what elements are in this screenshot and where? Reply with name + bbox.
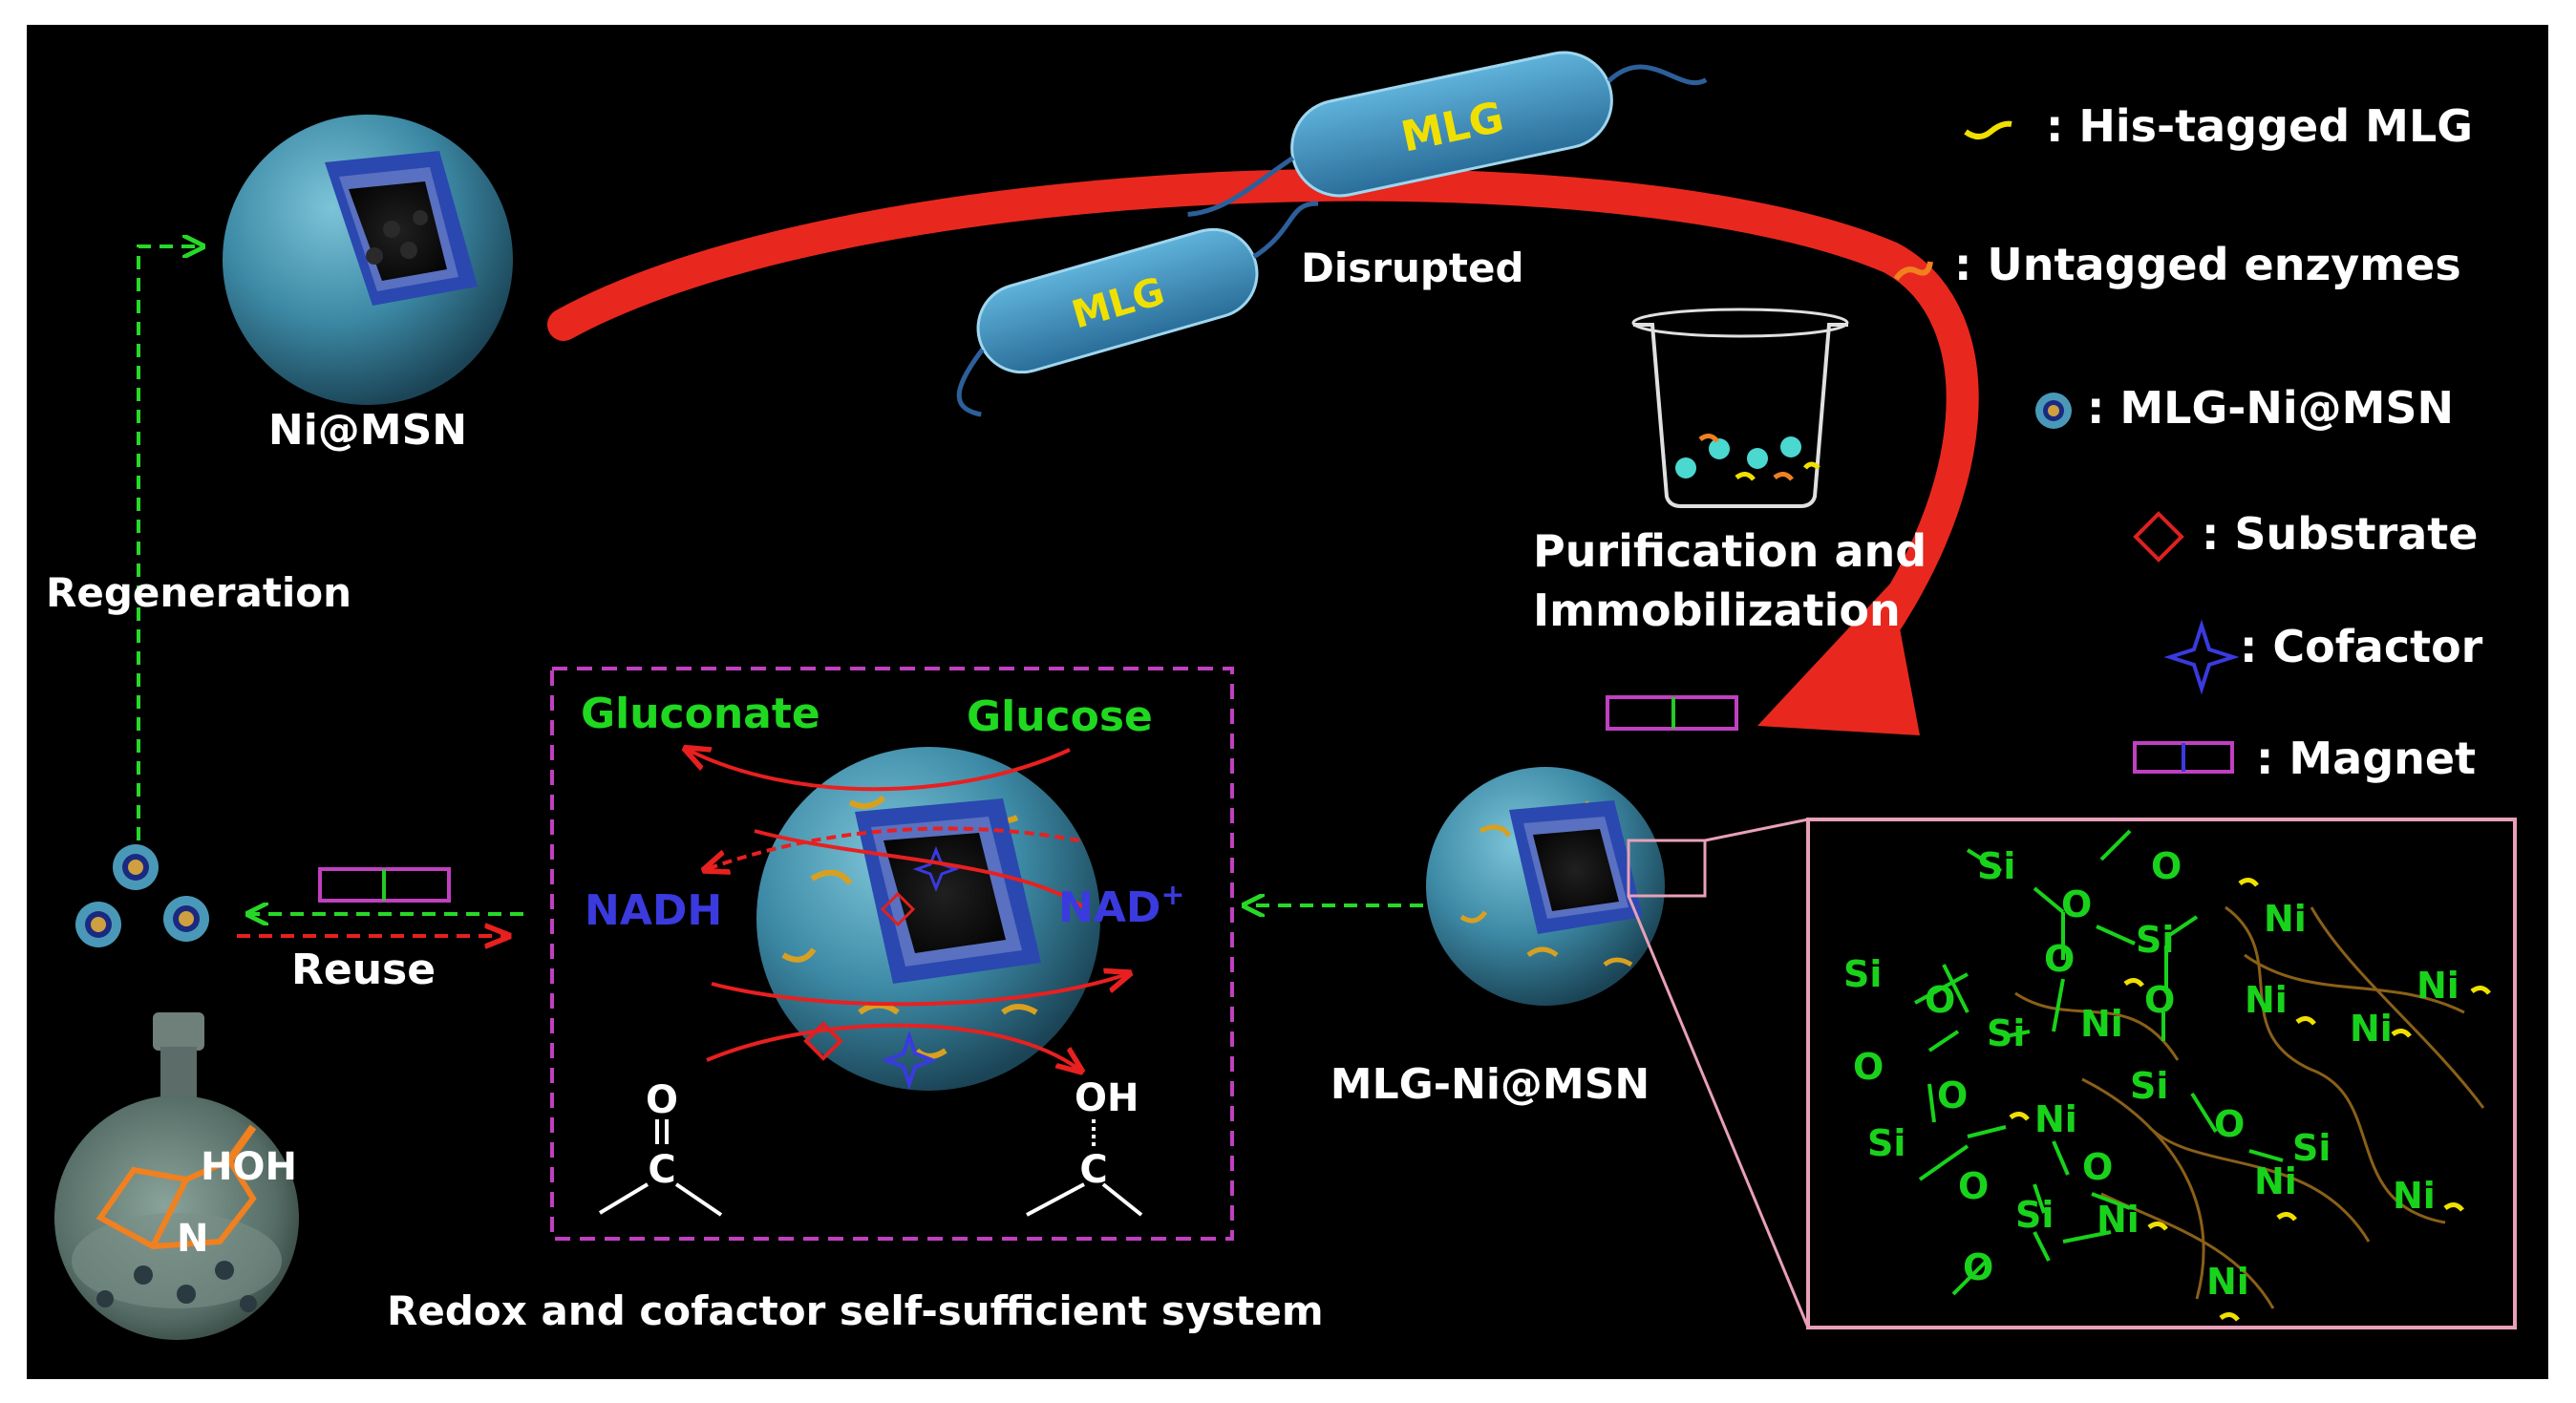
o-atom: O <box>2061 883 2092 925</box>
o-atom: O <box>2082 1146 2113 1188</box>
ni-msn-sphere <box>223 115 513 405</box>
diamond-icon <box>2133 511 2184 563</box>
reuse-label: Reuse <box>291 946 436 994</box>
o-atom: O <box>1925 979 1955 1021</box>
beaker-icon <box>1631 308 1849 508</box>
alcohol-structure: OH C <box>1026 1076 1143 1217</box>
legend: : His-tagged MLG : Untagged enzymes : ML… <box>1893 100 2483 784</box>
purification-label-1: Purification and <box>1533 525 1927 577</box>
legend-item-his-tagged: : His-tagged MLG <box>2046 100 2473 152</box>
magnet-legend-icon <box>2133 741 2234 774</box>
legend-item-magnet: : Magnet <box>2256 733 2476 784</box>
ni-atom: Ni <box>2254 1160 2297 1202</box>
nanoparticle-icon <box>2035 393 2072 429</box>
cofactor-star-icon <box>881 1030 938 1091</box>
si-atom: Si <box>2130 1065 2168 1107</box>
nadh-label: NADH <box>585 886 722 935</box>
si-atom: Si <box>1867 1122 1905 1164</box>
o-atom: O <box>2144 979 2175 1021</box>
ni-atom: Ni <box>2097 1199 2140 1241</box>
product-hoh: HOH <box>201 1145 297 1189</box>
ni-atom: Ni <box>2350 1008 2393 1050</box>
o-atom: O <box>1958 1165 1989 1207</box>
o-atom: O <box>1937 1074 1968 1116</box>
legend-item-mlg-ni-msn: : MLG-Ni@MSN <box>2087 382 2454 434</box>
star-icon <box>2163 619 2240 695</box>
flask-icon: HOH N <box>54 1012 299 1340</box>
magnet-icon <box>1606 695 1738 731</box>
cycle-arrows <box>688 750 1127 1070</box>
mlg-ni-msn-label: MLG-Ni@MSN <box>1331 1060 1650 1109</box>
si-atom: Si <box>1843 953 1882 995</box>
process-arrow <box>547 168 1979 735</box>
o-atom: O <box>2044 938 2075 980</box>
ketone-c: C <box>648 1148 675 1192</box>
glucose-label: Glucose <box>967 692 1153 741</box>
ni-atom: Ni <box>2416 965 2459 1007</box>
legend-item-untagged: : Untagged enzymes <box>1954 239 2461 290</box>
untagged-squiggle-icon <box>1893 261 1933 281</box>
redox-system-box <box>550 667 1234 1241</box>
bacterium-top: MLG <box>1187 51 1708 218</box>
zoom-source-box <box>1627 839 1707 898</box>
surface-structure-inset: Si O O Si O Si O Si O O O Si O Si Si O O… <box>1806 818 2517 1329</box>
ketone-structure: O C <box>598 1078 723 1217</box>
product-n: N <box>177 1217 208 1261</box>
regeneration-label: Regeneration <box>46 569 351 616</box>
si-atom: Si <box>2292 1127 2331 1169</box>
his-tag-squiggle-icon <box>1964 120 2012 139</box>
gluconate-label: Gluconate <box>581 690 820 738</box>
o-atom: O <box>1963 1246 1993 1288</box>
o-atom: O <box>2214 1103 2245 1145</box>
alcohol-oh: OH <box>1075 1076 1139 1120</box>
mlg-ni-msn-sphere <box>1426 767 1665 1006</box>
system-caption: Redox and cofactor self-sufficient syste… <box>387 1287 1324 1334</box>
ni-atom: Ni <box>2080 1003 2123 1045</box>
o-atom: O <box>1853 1046 1884 1088</box>
substrate-diamond-icon <box>803 1021 843 1061</box>
legend-item-substrate: : Substrate <box>2202 508 2479 560</box>
recovered-particles <box>75 844 209 947</box>
ni-atom: Ni <box>2034 1098 2077 1140</box>
disrupted-label: Disrupted <box>1301 244 1524 291</box>
ni-atom: Ni <box>2393 1175 2436 1217</box>
ni-atom: Ni <box>2264 898 2307 940</box>
ketone-o: O <box>646 1078 678 1122</box>
ni-atom: Ni <box>2245 979 2288 1021</box>
magnet-reuse-icon <box>318 867 451 903</box>
ni-msn-label: Ni@MSN <box>268 406 467 455</box>
reuse-arrows <box>237 914 523 936</box>
nad-label: NAD+ <box>1058 879 1185 932</box>
si-atom: Si <box>2015 1194 2054 1236</box>
legend-item-cofactor: : Cofactor <box>2240 621 2483 672</box>
si-atom: Si <box>1977 845 2015 887</box>
purification-label-2: Immobilization <box>1533 585 1901 636</box>
si-atom: Si <box>2136 919 2174 961</box>
bacterium-bottom: MLG <box>956 201 1319 417</box>
ni-atom: Ni <box>2206 1261 2249 1303</box>
regeneration-arrow <box>137 246 201 840</box>
si-atom: Si <box>1987 1012 2025 1054</box>
o-atom: O <box>2151 845 2182 887</box>
alcohol-c: C <box>1079 1148 1107 1192</box>
